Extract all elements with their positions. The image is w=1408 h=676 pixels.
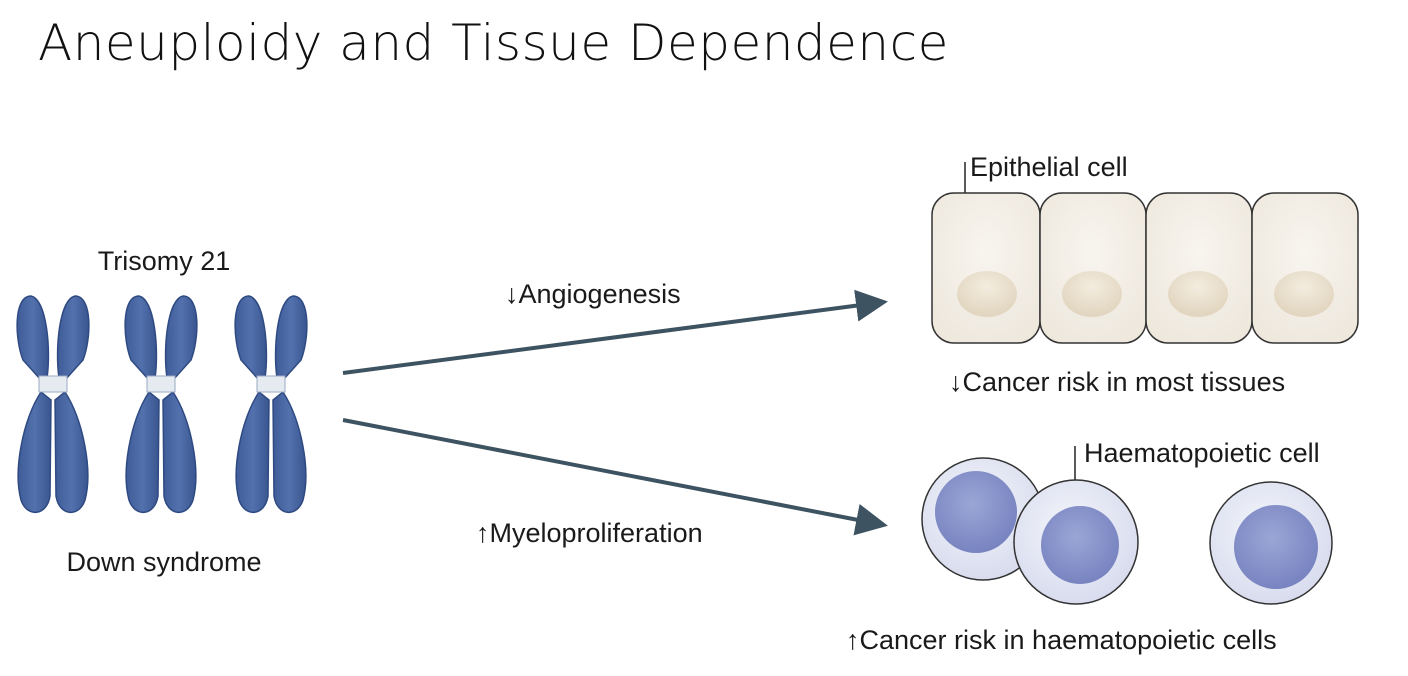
epithelial-cells	[931, 192, 1359, 344]
haematopoietic-cell-label: Haematopoietic cell	[1084, 438, 1320, 468]
myeloproliferation-label: ↑Myeloproliferation	[476, 518, 703, 548]
epithelial-cell-label: Epithelial cell	[970, 152, 1128, 182]
chromosome-3	[234, 295, 308, 513]
chromosome-2	[124, 295, 198, 513]
haematopoietic-outcome-label: ↑Cancer risk in haematopoietic cells	[846, 625, 1277, 655]
haematopoietic-cells	[921, 457, 1333, 605]
trisomy-label: Trisomy 21	[98, 246, 231, 276]
epithelial-cell-1	[931, 192, 1041, 344]
myeloproliferation-arrow	[342, 418, 888, 536]
chromosome-1	[16, 295, 90, 513]
haematopoietic-cell-3	[1209, 481, 1333, 605]
epithelial-cell-4	[1251, 192, 1359, 344]
slide-title: Aneuploidy and Tissue Dependence	[38, 14, 949, 72]
haematopoietic-cell-1	[921, 457, 1045, 581]
epithelial-cell-2	[1039, 192, 1147, 344]
epithelial-outcome-label: ↓Cancer risk in most tissues	[949, 367, 1285, 397]
down-syndrome-label: Down syndrome	[66, 547, 261, 577]
haematopoietic-cell-2	[1013, 479, 1139, 605]
angiogenesis-arrow	[342, 289, 888, 375]
angiogenesis-label: ↓Angiogenesis	[505, 279, 681, 309]
epithelial-cell-3	[1145, 192, 1253, 344]
